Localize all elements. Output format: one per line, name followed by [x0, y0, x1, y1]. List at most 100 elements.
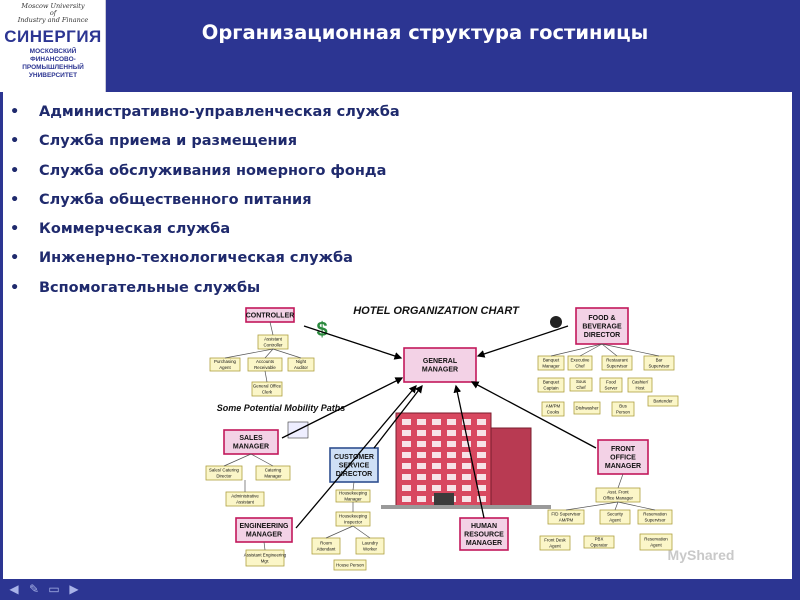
fb-staff-label: Manager: [542, 363, 560, 368]
general-office-clerk-label: Clerk: [262, 389, 273, 394]
human-resource-manager-label: RESOURCE: [464, 531, 504, 538]
fb-staff-box: [599, 377, 623, 393]
front-office-manager-label: OFFICE: [610, 454, 636, 461]
header-bar: [0, 0, 800, 92]
building-window: [417, 452, 426, 458]
logo-line: УНИВЕРСИТЕТ: [28, 72, 78, 79]
fb-staff-box: [611, 401, 635, 417]
fb-staff-label: Chef: [575, 363, 585, 368]
room-attendant-label: Attendant: [317, 546, 337, 551]
general-manager-box: [403, 347, 477, 383]
purchasing-agent-label: Purchasing: [214, 359, 237, 364]
front-office-staff-box: [539, 535, 571, 551]
list-item: Коммерческая служба: [10, 221, 400, 250]
mobility-arrow: [373, 384, 423, 449]
connector-line: [263, 541, 266, 551]
fb-staff-box: [569, 377, 593, 392]
house-person-box: [333, 559, 367, 571]
purchasing-agent-label: Agent: [219, 365, 231, 370]
sales-manager-label: SALES: [239, 435, 263, 442]
building-window: [447, 441, 456, 447]
mobility-arrow: [476, 325, 569, 358]
building-window: [462, 419, 471, 425]
building-window: [462, 452, 471, 458]
engineering-manager-label: ENGINEERING: [239, 523, 289, 530]
logo-line: Industry and Finance: [17, 16, 89, 24]
fb-staff-label: Cashier/: [632, 380, 649, 385]
house-person-label: House Person: [336, 563, 364, 568]
front-office-staff-label: Reservation: [643, 512, 667, 517]
logo-name: СИНЕРГИЯ: [4, 27, 102, 46]
fb-staff-label: Host: [635, 385, 645, 390]
fb-staff-label: Banquet: [543, 380, 560, 385]
assistant-engineering-manager-label: Assistant Engineering: [244, 553, 287, 558]
connector-line: [250, 453, 274, 467]
building-window: [417, 496, 426, 502]
fb-staff-box: [541, 401, 565, 417]
building-window: [402, 452, 411, 458]
building-window: [432, 419, 441, 425]
general-office-clerk-label: General Office: [253, 384, 282, 389]
slide-navigation: ◀ ✎ ▭ ▶: [6, 581, 82, 597]
next-icon[interactable]: ▶: [69, 582, 79, 596]
human-resource-manager-label: HUMAN: [471, 523, 497, 530]
building-window: [402, 485, 411, 491]
housekeeping-inspector-label: Inspector: [344, 519, 363, 524]
connector-line: [617, 501, 656, 511]
university-logo: Moscow University of Industry and Financ…: [0, 0, 106, 92]
connector-line: [352, 525, 371, 539]
building-window: [477, 441, 486, 447]
connector-line: [601, 343, 618, 357]
building-window: [447, 430, 456, 436]
fb-staff-label: Banquet: [543, 358, 560, 363]
hotel-building-icon: [395, 412, 492, 509]
building-window: [447, 485, 456, 491]
connector-line: [352, 481, 355, 491]
mobility-arrow: [303, 325, 403, 360]
mobility-arrow: [281, 377, 404, 439]
connector-line: [601, 343, 660, 357]
list-item: Вспомогательные службы: [10, 280, 400, 309]
connector-line: [272, 348, 302, 359]
sales-catering-director-label: Sales/ Catering: [209, 468, 240, 473]
front-office-staff-label: Front Desk: [544, 538, 566, 543]
list-item: Инженерно-технологическая служба: [10, 250, 400, 279]
dollar-icon: $: [316, 319, 327, 341]
building-window: [462, 441, 471, 447]
fb-staff-label: Supervisor: [649, 363, 671, 368]
connector-line: [579, 343, 603, 357]
sales-manager-label: MANAGER: [233, 444, 269, 451]
building-window: [477, 430, 486, 436]
building-window: [477, 463, 486, 469]
accounts-receivable-label: Receivable: [254, 365, 276, 370]
building-window: [462, 474, 471, 480]
fb-staff-label: Cooks: [547, 409, 560, 414]
building-window: [432, 452, 441, 458]
screen-icon[interactable]: ▭: [48, 582, 60, 596]
engineering-manager-label: MANAGER: [246, 532, 282, 539]
fb-staff-label: Restaurant: [606, 358, 628, 363]
building-window: [417, 474, 426, 480]
list-item: Служба обслуживания номерного фонда: [10, 163, 400, 192]
night-auditor-label: Night: [296, 359, 307, 364]
prev-icon[interactable]: ◀: [9, 582, 19, 596]
building-window: [417, 419, 426, 425]
fb-staff-box: [573, 401, 601, 415]
general-manager-label: GENERAL: [423, 358, 458, 365]
service-list: Административно-управленческая служба Сл…: [10, 104, 400, 309]
pen-icon[interactable]: ✎: [28, 582, 40, 596]
building-window: [477, 452, 486, 458]
mobility-label: Some Potential Mobility Paths: [217, 403, 346, 413]
fb-staff-label: Sous: [576, 379, 587, 384]
fb-director-label: DIRECTOR: [584, 332, 620, 339]
front-office-staff-label: Agent: [609, 517, 621, 522]
sales-catering-director-label: Director: [216, 473, 232, 478]
building-base: [381, 505, 551, 509]
front-office-manager-label: FRONT: [611, 446, 636, 453]
connector-line: [550, 343, 603, 357]
front-office-staff-label: Supervisor: [645, 517, 667, 522]
room-attendant-label: Room: [320, 541, 332, 546]
list-item: Служба приема и размещения: [10, 133, 400, 162]
front-office-staff-label: Security: [607, 512, 624, 517]
building-window: [402, 474, 411, 480]
